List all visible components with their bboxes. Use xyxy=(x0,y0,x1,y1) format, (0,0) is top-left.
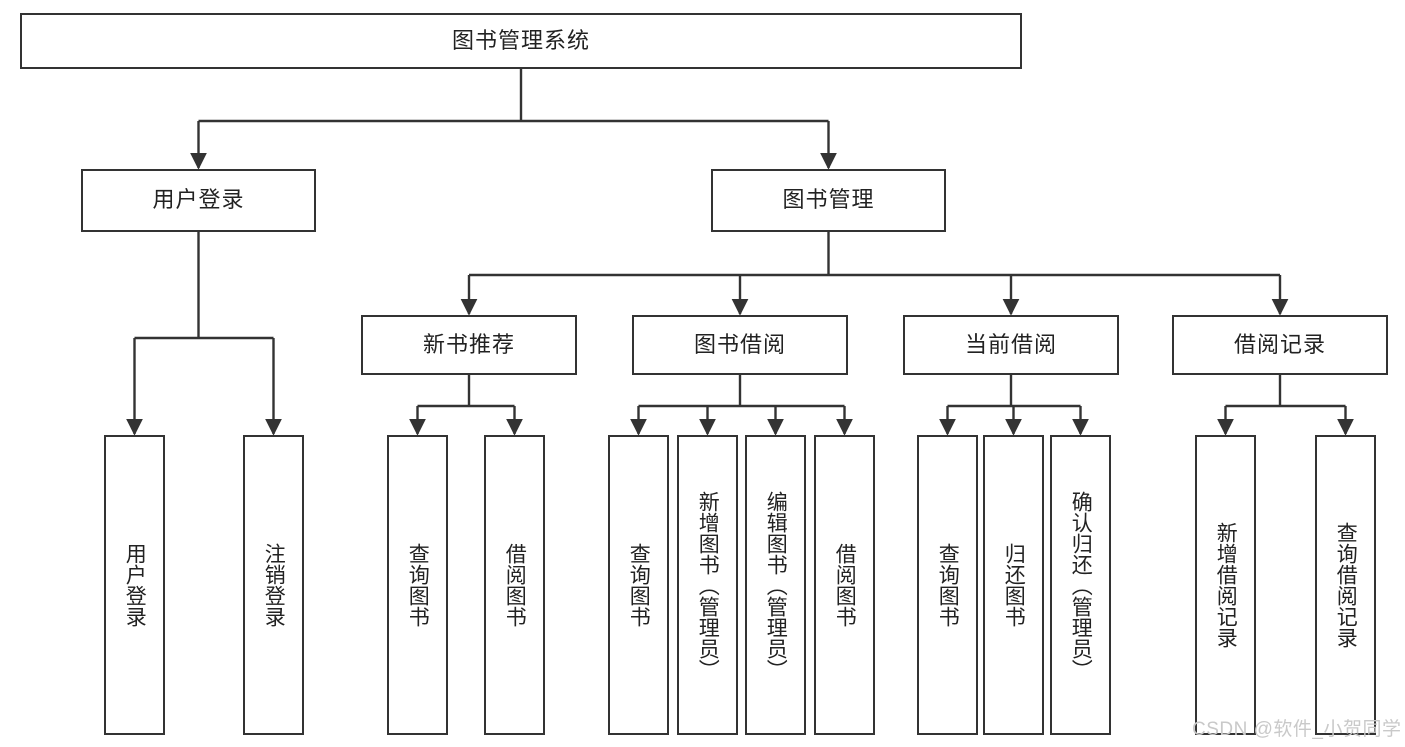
node-root[interactable]: 图书管理系统 xyxy=(20,13,1022,69)
node-label: 用户登录 xyxy=(123,543,147,627)
node-label: 编辑图书（管理员） xyxy=(764,490,788,680)
node-book-management[interactable]: 图书管理 xyxy=(711,169,946,232)
node-label: 用户登录 xyxy=(152,187,245,213)
node-label: 图书管理 xyxy=(782,187,875,213)
leaf-query-books-borrow[interactable]: 查询图书 xyxy=(608,435,669,735)
node-label: 查询图书 xyxy=(406,543,430,627)
node-label: 查询图书 xyxy=(627,543,651,627)
node-label: 查询图书 xyxy=(936,543,960,627)
node-book-borrow[interactable]: 图书借阅 xyxy=(632,315,848,375)
leaf-edit-book-admin[interactable]: 编辑图书（管理员） xyxy=(745,435,806,735)
node-label: 图书借阅 xyxy=(693,331,786,357)
node-label: 借阅图书 xyxy=(833,543,857,627)
leaf-user-login[interactable]: 用户登录 xyxy=(104,435,165,735)
node-user-login[interactable]: 用户登录 xyxy=(81,169,316,232)
leaf-confirm-return-admin[interactable]: 确认归还（管理员） xyxy=(1050,435,1111,735)
csdn-watermark: CSDN @软件_小贺同学 xyxy=(1192,719,1402,740)
leaf-query-borrow-record[interactable]: 查询借阅记录 xyxy=(1315,435,1376,735)
node-label: 借阅记录 xyxy=(1233,331,1326,357)
leaf-borrow-books[interactable]: 借阅图书 xyxy=(814,435,875,735)
node-current-borrow[interactable]: 当前借阅 xyxy=(903,315,1119,375)
leaf-query-books-current[interactable]: 查询图书 xyxy=(917,435,978,735)
node-label: 当前借阅 xyxy=(964,331,1057,357)
leaf-logout[interactable]: 注销登录 xyxy=(243,435,304,735)
node-label: 查询借阅记录 xyxy=(1334,522,1358,648)
leaf-borrow-books-recommend[interactable]: 借阅图书 xyxy=(484,435,545,735)
node-label: 借阅图书 xyxy=(503,543,527,627)
node-label: 确认归还（管理员） xyxy=(1069,490,1093,680)
leaf-return-books[interactable]: 归还图书 xyxy=(983,435,1044,735)
leaf-add-book-admin[interactable]: 新增图书（管理员） xyxy=(677,435,738,735)
leaf-query-books-recommend[interactable]: 查询图书 xyxy=(387,435,448,735)
node-label: 归还图书 xyxy=(1002,543,1026,627)
node-label: 注销登录 xyxy=(262,543,286,627)
leaf-add-borrow-record[interactable]: 新增借阅记录 xyxy=(1195,435,1256,735)
node-borrow-record[interactable]: 借阅记录 xyxy=(1172,315,1388,375)
node-label: 新增借阅记录 xyxy=(1214,522,1238,648)
node-new-book-recommend[interactable]: 新书推荐 xyxy=(361,315,577,375)
node-label: 新增图书（管理员） xyxy=(696,490,720,680)
node-label: 图书管理系统 xyxy=(451,27,590,53)
node-label: 新书推荐 xyxy=(422,331,515,357)
